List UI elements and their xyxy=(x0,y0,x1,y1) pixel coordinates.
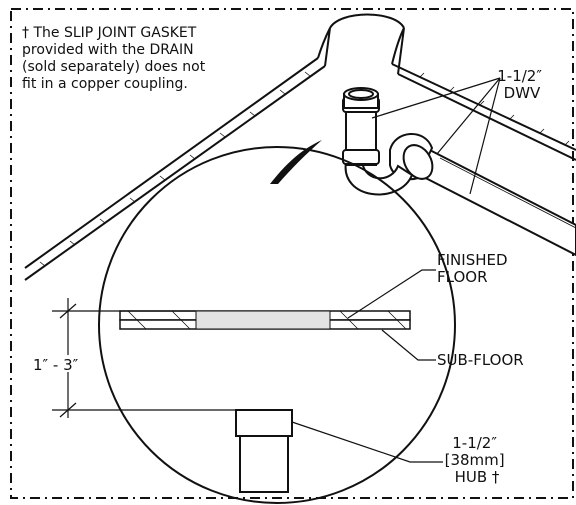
sub-floor-label: SUB-FLOOR xyxy=(437,351,524,369)
drain-opening xyxy=(329,13,405,29)
slip-joint-note: † The SLIP JOINT GASKET provided with th… xyxy=(22,25,210,92)
floor-cutaway-right xyxy=(391,27,576,161)
note-line-1: † The SLIP JOINT GASKET xyxy=(22,25,197,41)
hub-label-line-2: [38mm] xyxy=(445,451,505,469)
hub-label-line-1: 1-1/2″ xyxy=(452,434,497,452)
finished-floor-label-line-1: FINISHED xyxy=(437,251,508,269)
dwv-label-line-2: DWV xyxy=(504,84,541,102)
dwv-label: 1-1/2″ DWV xyxy=(497,67,546,102)
callout-swoosh xyxy=(270,140,322,184)
dashed-border xyxy=(10,8,574,499)
note-line-2: provided with the DRAIN xyxy=(22,42,194,58)
detail-circle xyxy=(98,146,456,504)
hub-label: 1-1/2″ [38mm] HUB † xyxy=(445,434,510,486)
p-trap-pipe xyxy=(342,87,576,257)
note-line-4: fit in a copper coupling. xyxy=(22,76,188,92)
finished-floor-label: FINISHED FLOOR xyxy=(437,251,512,286)
hub-label-line-3: HUB † xyxy=(455,468,500,486)
leader-lines xyxy=(291,77,501,463)
floor-section xyxy=(119,310,411,330)
dimension-marks xyxy=(52,298,236,418)
dwv-label-line-1: 1-1/2″ xyxy=(497,67,542,85)
floor-gap-label: 1″ - 3″ xyxy=(33,356,79,374)
floor-cutaway-left xyxy=(24,27,331,281)
drain-hub xyxy=(235,409,293,493)
note-line-3: (sold separately) does not xyxy=(22,59,206,75)
finished-floor-label-line-2: FLOOR xyxy=(437,268,488,286)
